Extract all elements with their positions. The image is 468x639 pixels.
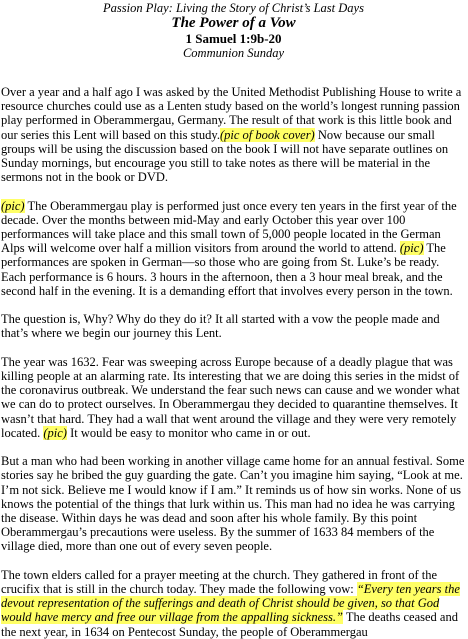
paragraph-6: The town elders called for a prayer meet… [1,568,466,639]
highlight-note: (pic) [1,198,25,213]
occasion-label: Communion Sunday [182,46,285,60]
text-run: Over a year and a half ago I was asked b… [1,85,462,142]
sermon-title: The Power of a Vow [171,15,296,31]
highlight-note: (pic of book cover) [219,127,315,142]
text-run: The town elders called for a prayer meet… [1,567,438,597]
sermon-body: Over a year and a half ago I was asked b… [1,85,466,639]
paragraph-2: (pic) The Oberammergau play is performed… [1,198,466,298]
text-run: The performances are spoken in German—so… [1,241,453,298]
sermon-header: Passion Play: Living the Story of Christ… [1,0,466,60]
text-run: It would be easy to monitor who came in … [66,425,311,440]
text-run: The question is, Why? Why do they do it?… [1,312,440,341]
text-run: Now because our small groups will be usi… [1,127,449,185]
text-run: But a man who had been working in anothe… [1,454,465,554]
paragraph-1: Over a year and a half ago I was asked b… [1,85,466,184]
text-run: The Oberammergau play is performed just … [1,198,457,256]
highlight-note: (pic) [43,425,67,440]
paragraph-5: But a man who had been working in anothe… [1,454,466,553]
scripture-reference: 1 Samuel 1:9b-20 [185,31,282,46]
text-run: The year was 1632. Fear was sweeping acr… [1,354,460,440]
series-title: Passion Play: Living the Story of Christ… [103,1,364,15]
highlight-note: (pic) [399,241,424,256]
paragraph-4: The year was 1632. Fear was sweeping acr… [1,355,466,440]
paragraph-3: The question is, Why? Why do they do it?… [1,312,466,340]
